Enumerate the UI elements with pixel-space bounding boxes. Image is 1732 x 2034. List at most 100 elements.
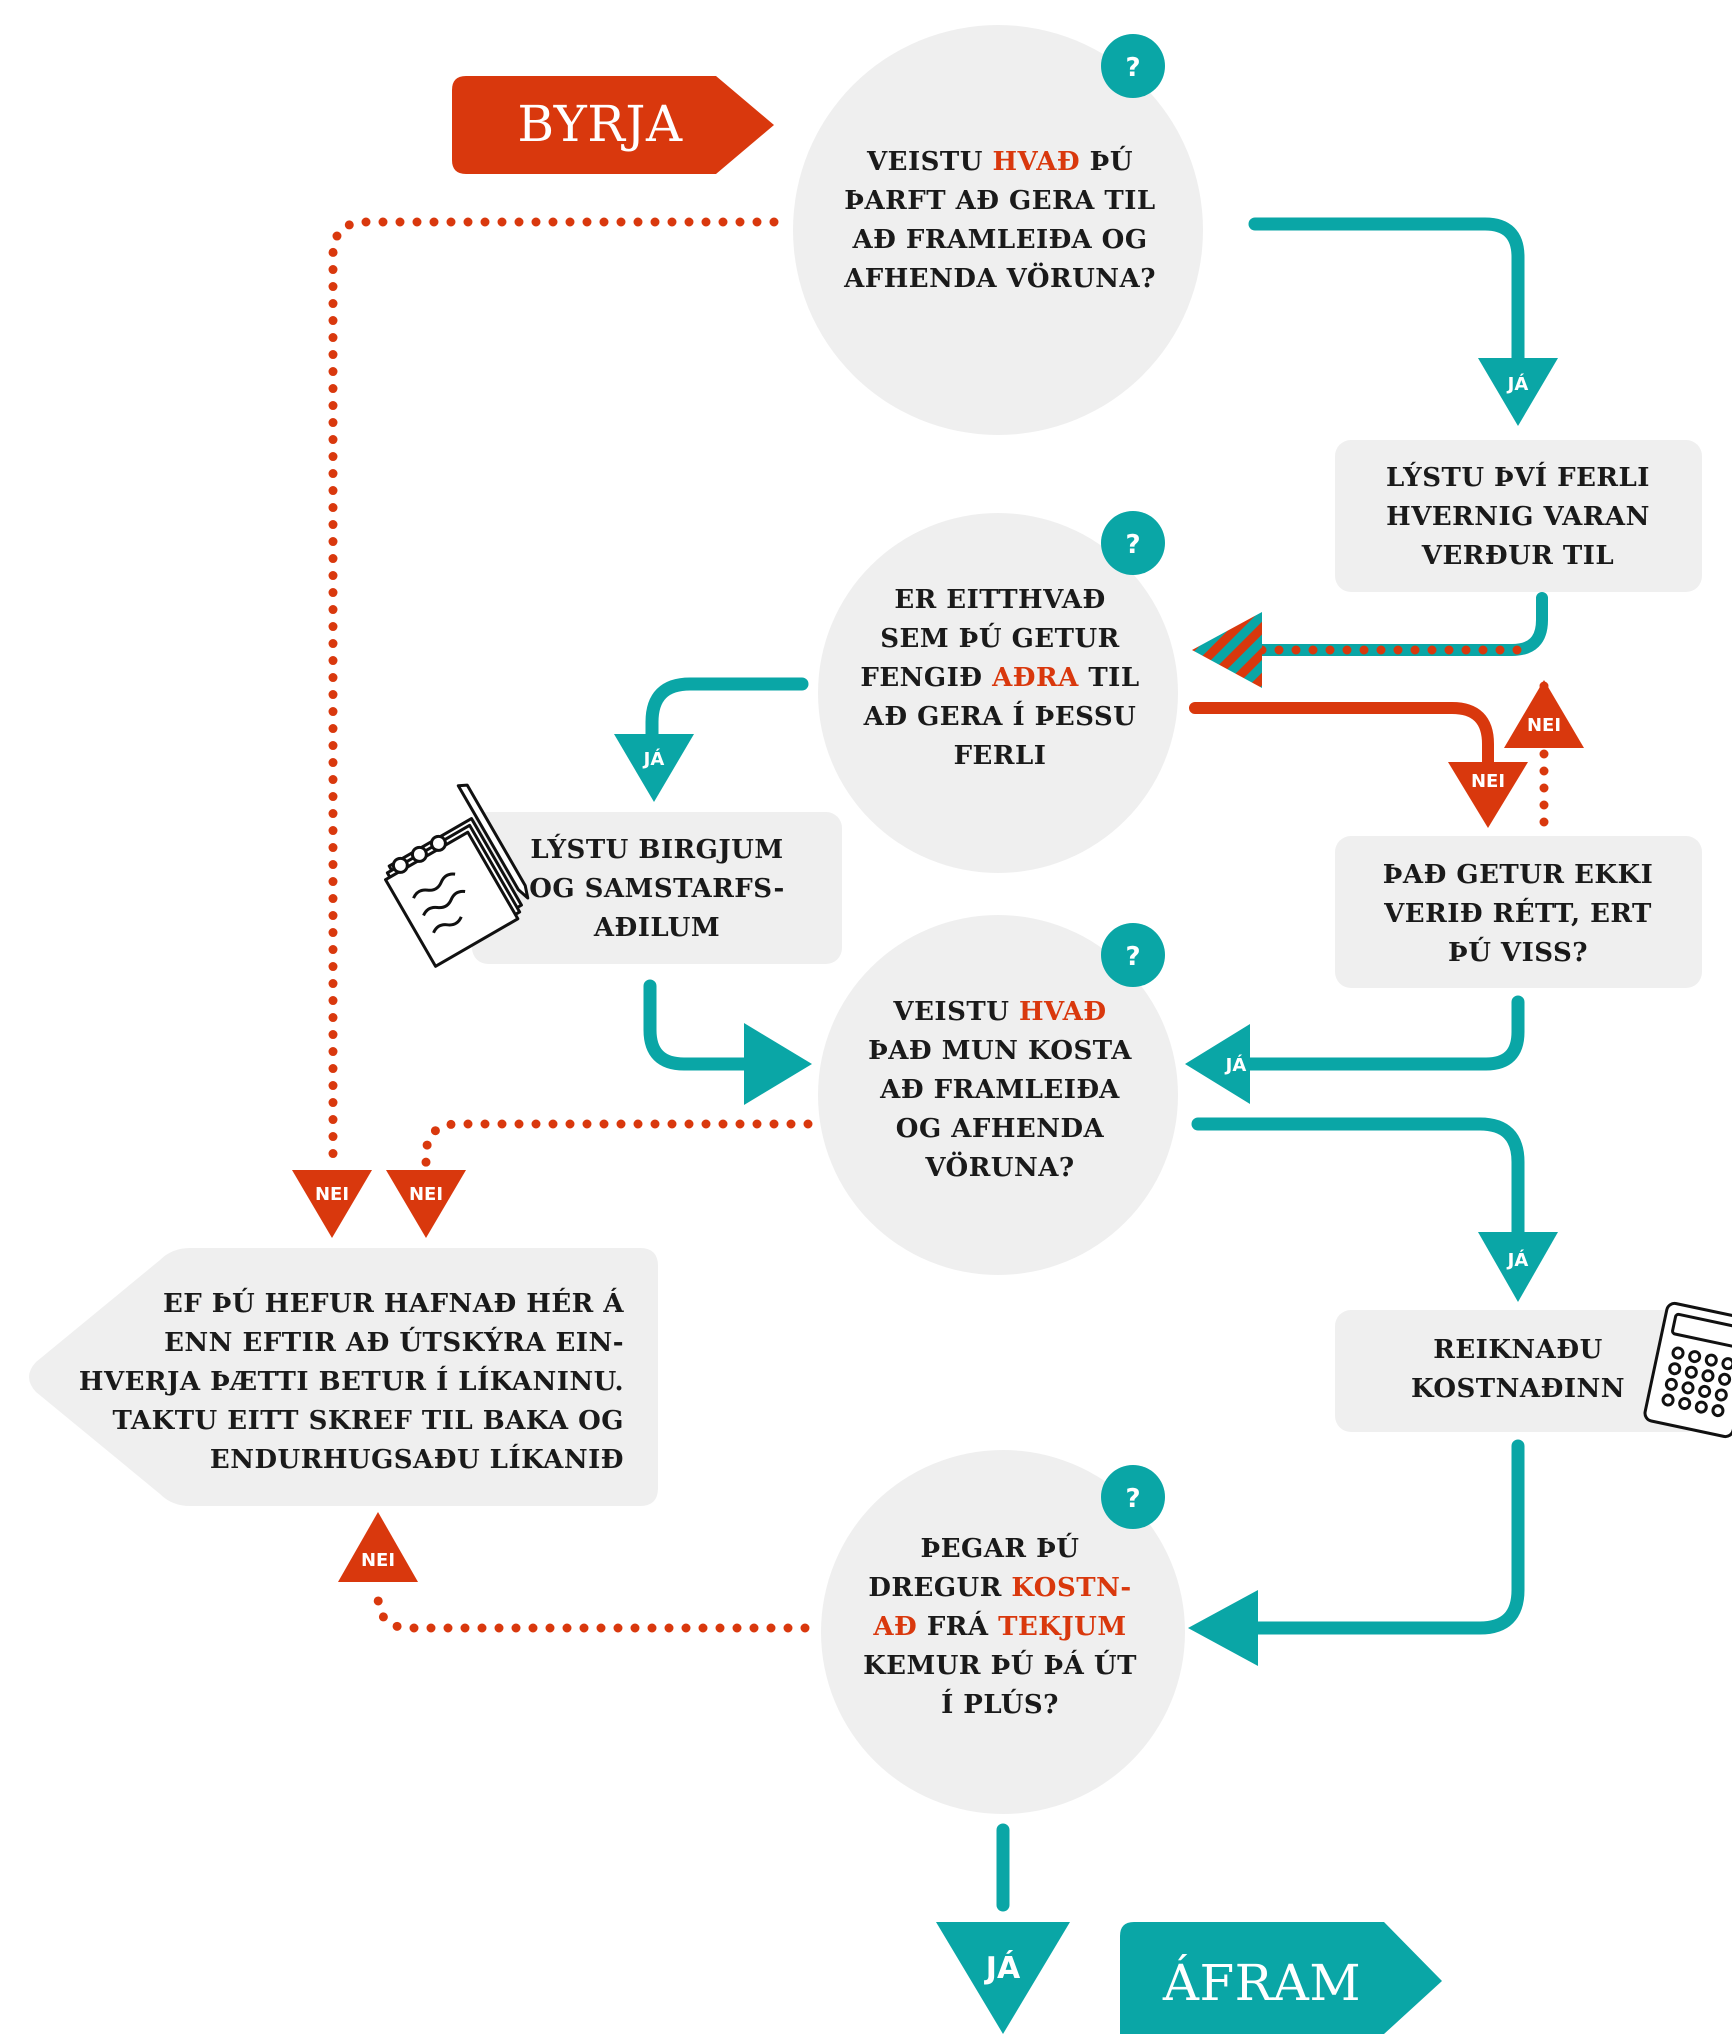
svg-text:NEI: NEI bbox=[361, 1550, 395, 1571]
q4-line-2-seg-1: FRÁ bbox=[917, 1610, 998, 1642]
question-badge-3: ? bbox=[1101, 923, 1165, 987]
box_cost-line-0: REIKNAÐU bbox=[1433, 1335, 1603, 1365]
box-cost-text: REIKNAÐU KOSTNAÐINN bbox=[1411, 1335, 1625, 1404]
box-process-text: LÝSTU ÞVÍ FERLI HVERNIG VARAN VERÐUR TIL bbox=[1386, 461, 1650, 571]
no-marker-q3: NEI bbox=[386, 1170, 466, 1238]
q2-line-2-seg-2: TIL bbox=[1079, 663, 1140, 693]
q4-line-0-seg-0: ÞEGAR ÞÚ bbox=[921, 1532, 1080, 1564]
q2-line-3-seg-0: AÐ GERA Í ÞESSU bbox=[863, 700, 1137, 732]
connector-process-to-q2 bbox=[1256, 592, 1548, 656]
q4-line-1-seg-1: KOSTN- bbox=[1011, 1573, 1131, 1603]
end-label: ÁFRAM bbox=[1162, 1953, 1361, 2012]
end-tag bbox=[1120, 1922, 1442, 2034]
q1-line-1-seg-0: ÞARFT AÐ GERA TIL bbox=[844, 186, 1155, 216]
question-2-text: ER EITTHVAÐ SEM ÞÚ GETUR FENGIÐ AÐRA TIL AÐ… bbox=[860, 585, 1139, 771]
notepad-icon bbox=[384, 783, 530, 968]
box-step-back bbox=[29, 1248, 658, 1506]
box_back-line-0: EF ÞÚ HEFUR HAFNAÐ HÉR Á bbox=[163, 1287, 624, 1319]
connector-q2-no bbox=[1189, 702, 1494, 774]
box_suppliers-line-0: LÝSTU BIRGJUM bbox=[530, 833, 783, 865]
start-label: BYRJA bbox=[517, 95, 683, 153]
q1-line-0-seg-0: VEISTU bbox=[866, 147, 993, 177]
box_sure-line-0: ÞAÐ GETUR EKKI bbox=[1383, 860, 1654, 890]
svg-text:?: ? bbox=[1125, 530, 1140, 560]
connector-q4-no bbox=[373, 1585, 810, 1633]
box_suppliers-line-1: OG SAMSTARFS- bbox=[529, 874, 785, 904]
box_process-line-2: VERÐUR TIL bbox=[1421, 541, 1614, 571]
svg-text:JÁ: JÁ bbox=[642, 748, 665, 770]
svg-text:?: ? bbox=[1125, 1484, 1140, 1514]
q3-line-0-seg-0: VEISTU bbox=[892, 997, 1019, 1027]
box_sure-line-1: VERIÐ RÉTT, ERT bbox=[1383, 897, 1652, 929]
q1-line-3-seg-0: AFHENDA VÖRUNA? bbox=[843, 262, 1156, 294]
box-step-back-text: EF ÞÚ HEFUR HAFNAÐ HÉR Á ENN EFTIR AÐ ÚTS… bbox=[79, 1287, 624, 1475]
decision-circle-3 bbox=[818, 915, 1178, 1275]
box_cost-line-1: KOSTNAÐINN bbox=[1411, 1374, 1625, 1404]
box_suppliers-line-2: AÐILUM bbox=[593, 913, 720, 943]
q4-line-3-seg-0: KEMUR ÞÚ ÞÁ ÚT bbox=[863, 1649, 1137, 1681]
no-marker-sure: NEI bbox=[1504, 680, 1584, 748]
svg-text:NEI: NEI bbox=[1527, 715, 1561, 736]
box-suppliers-text: LÝSTU BIRGJUM OG SAMSTARFS- AÐILUM bbox=[529, 833, 785, 943]
yes-marker-sure: JÁ bbox=[1185, 1024, 1250, 1104]
question-badge-4: ? bbox=[1101, 1465, 1165, 1529]
decision-circle-4 bbox=[821, 1450, 1185, 1814]
arrowhead-to-q2-striped bbox=[1192, 612, 1262, 688]
connector-suppliers-to-q3 bbox=[643, 979, 777, 1071]
no-marker-q4: NEI bbox=[338, 1512, 418, 1582]
yes-marker-q3: JÁ bbox=[1478, 1232, 1558, 1302]
box-cost bbox=[1335, 1310, 1702, 1432]
q4-line-2-seg-0: AÐ bbox=[872, 1612, 917, 1642]
arrowhead-to-q4 bbox=[1188, 1590, 1258, 1666]
q4-line-4-seg-0: Í PLÚS? bbox=[941, 1688, 1059, 1720]
q3-line-0-seg-1: HVAÐ bbox=[1019, 997, 1107, 1027]
box-sure-text: ÞAÐ GETUR EKKI VERIÐ RÉTT, ERT ÞÚ VISS? bbox=[1383, 860, 1654, 968]
question-4-text: ÞEGAR ÞÚ DREGUR KOSTN- AÐ FRÁ TEKJUM KEMUR … bbox=[863, 1532, 1137, 1720]
box_back-line-2: HVERJA ÞÆTTI BETUR Í LÍKANINU. bbox=[79, 1365, 624, 1397]
decision-circle-2 bbox=[818, 513, 1178, 873]
start-tag bbox=[452, 76, 774, 174]
svg-text:NEI: NEI bbox=[1471, 771, 1505, 792]
box-suppliers bbox=[472, 812, 842, 964]
arrowhead-to-q3-left bbox=[744, 1023, 812, 1105]
box_process-line-1: HVERNIG VARAN bbox=[1386, 502, 1650, 532]
calculator-icon bbox=[1643, 1301, 1732, 1439]
connector-q1-no bbox=[328, 217, 779, 1165]
decision-circle-1 bbox=[793, 25, 1203, 435]
q2-line-0-seg-0: ER EITTHVAÐ bbox=[894, 585, 1105, 615]
box-sure bbox=[1335, 836, 1702, 988]
q3-line-3-seg-0: OG AFHENDA bbox=[896, 1114, 1105, 1144]
connector-q3-yes bbox=[1191, 1117, 1525, 1247]
box_back-line-1: ENN EFTIR AÐ ÚTSKÝRA EIN- bbox=[164, 1326, 624, 1358]
yes-marker-q4: JÁ bbox=[936, 1922, 1070, 2034]
svg-text:NEI: NEI bbox=[409, 1184, 443, 1205]
svg-text:NEI: NEI bbox=[315, 1184, 349, 1205]
q3-line-2-seg-0: AÐ FRAMLEIÐA bbox=[879, 1075, 1120, 1105]
box_process-line-0: LÝSTU ÞVÍ FERLI bbox=[1386, 461, 1650, 493]
box_sure-line-2: ÞÚ VISS? bbox=[1448, 936, 1588, 968]
no-marker-q1: NEI bbox=[292, 1170, 372, 1238]
svg-text:?: ? bbox=[1125, 942, 1140, 972]
connector-sure-yes bbox=[1243, 995, 1525, 1071]
svg-text:JÁ: JÁ bbox=[1224, 1054, 1247, 1076]
box-process bbox=[1335, 440, 1702, 592]
yes-marker-q2: JÁ bbox=[614, 734, 694, 802]
q2-line-1-seg-0: SEM ÞÚ GETUR bbox=[880, 622, 1119, 654]
q2-line-2-seg-1: AÐRA bbox=[991, 663, 1079, 693]
q4-line-2-seg-2: TEKJUM bbox=[998, 1612, 1127, 1642]
q1-line-2-seg-0: AÐ FRAMLEIÐA OG bbox=[851, 225, 1147, 255]
svg-text:JÁ: JÁ bbox=[984, 1950, 1021, 1986]
question-badge-1: ? bbox=[1101, 34, 1165, 98]
svg-text:JÁ: JÁ bbox=[1506, 373, 1529, 395]
connector-cost-to-q4 bbox=[1243, 1439, 1525, 1635]
q3-line-4-seg-0: VÖRUNA? bbox=[924, 1151, 1074, 1183]
connector-q2-yes bbox=[645, 677, 809, 742]
q4-line-1-seg-0: DREGUR bbox=[868, 1573, 1011, 1603]
no-marker-q2: NEI bbox=[1448, 762, 1528, 828]
q2-line-2-seg-0: FENGIÐ bbox=[860, 663, 992, 693]
q2-line-4-seg-0: FERLI bbox=[954, 741, 1047, 771]
svg-text:JÁ: JÁ bbox=[1506, 1249, 1529, 1271]
